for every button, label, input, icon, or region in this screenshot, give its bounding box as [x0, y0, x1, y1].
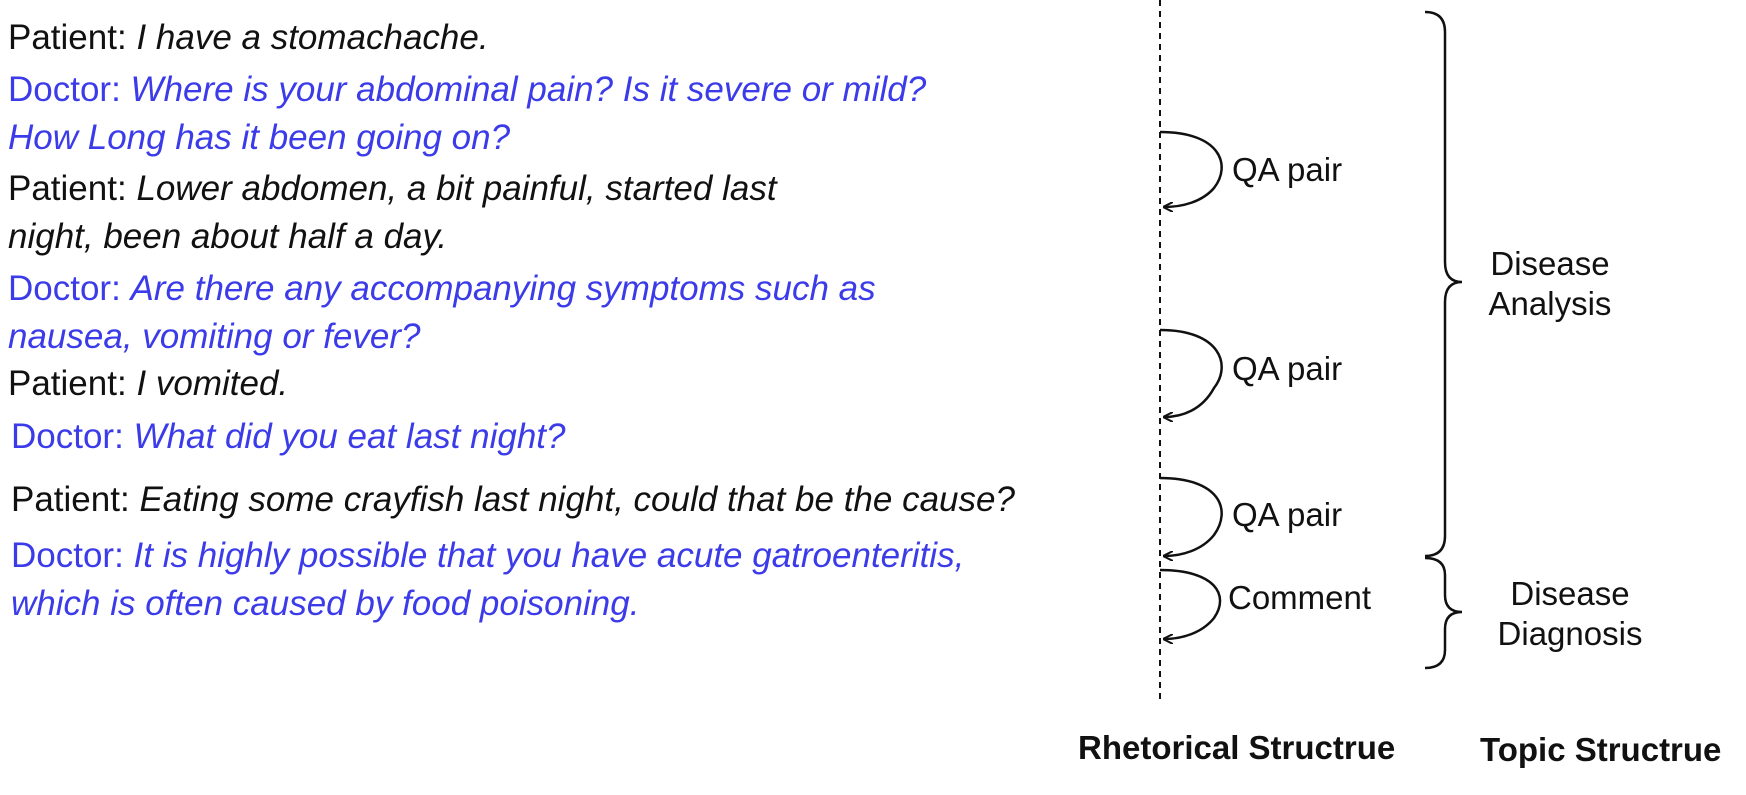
- speaker-label: Doctor:: [8, 70, 121, 109]
- utterance: It is highly possible that you have acut…: [133, 536, 965, 575]
- dialogue-turn-doctor-3: Doctor: What did you eat last night?: [11, 413, 565, 461]
- utterance: Where is your abdominal pain? Is it seve…: [130, 70, 927, 109]
- topic-label-line: Disease: [1490, 245, 1610, 282]
- topic-label-line: Disease: [1510, 575, 1630, 612]
- speaker-label: Doctor:: [8, 269, 121, 308]
- topic-structure-heading: Topic Structrue: [1480, 731, 1722, 768]
- dialogue-turn-doctor-4: Doctor: It is highly possible that you h…: [11, 532, 964, 628]
- speaker-label: Patient:: [8, 18, 127, 57]
- qa-pair-arrow-1: [1159, 130, 1223, 207]
- topic-brace-diagnosis: [1424, 556, 1463, 670]
- relation-label-qa-pair: QA pair: [1232, 350, 1343, 387]
- topic-label-disease-diagnosis: Disease Diagnosis: [1490, 574, 1650, 654]
- speaker-label: Patient:: [11, 480, 130, 519]
- utterance: What did you eat last night?: [133, 417, 566, 456]
- utterance: I have a stomachache.: [136, 18, 489, 57]
- dialogue-turn-doctor-1: Doctor: Where is your abdominal pain? Is…: [8, 66, 926, 162]
- relation-label-qa-pair: QA pair: [1232, 496, 1343, 533]
- topic-label-line: Diagnosis: [1497, 615, 1643, 652]
- utterance: Eating some crayfish last night, could t…: [139, 480, 1015, 519]
- dialogue-turn-doctor-2: Doctor: Are there any accompanying sympt…: [8, 265, 876, 361]
- qa-pair-arrow-2: [1159, 328, 1223, 417]
- topic-label-disease-analysis: Disease Analysis: [1470, 244, 1630, 324]
- utterance: Lower abdomen, a bit painful, started la…: [136, 169, 777, 208]
- topic-brace-analysis: [1424, 10, 1463, 558]
- dialogue-turn-patient-2: Patient: Lower abdomen, a bit painful, s…: [8, 165, 777, 261]
- utterance-continued: night, been about half a day.: [8, 217, 448, 256]
- dialogue-turn-patient-4: Patient: Eating some crayfish last night…: [11, 476, 1015, 524]
- speaker-label: Patient:: [8, 169, 127, 208]
- topic-label-line: Analysis: [1488, 285, 1612, 322]
- relation-label-comment: Comment: [1228, 579, 1372, 616]
- relation-label-qa-pair: QA pair: [1232, 151, 1343, 188]
- rhetorical-structure-heading: Rhetorical Structrue: [1078, 729, 1396, 766]
- speaker-label: Doctor:: [11, 417, 124, 456]
- dialogue-turn-patient-1: Patient: I have a stomachache.: [8, 14, 489, 62]
- comment-arrow: [1159, 568, 1222, 639]
- dialogue-turn-patient-3: Patient: I vomited.: [8, 360, 288, 408]
- qa-pair-arrow-3: [1159, 476, 1223, 556]
- speaker-label: Doctor:: [11, 536, 124, 575]
- utterance-continued: How Long has it been going on?: [8, 118, 511, 157]
- utterance-continued: which is often caused by food poisoning.: [11, 584, 640, 623]
- utterance: I vomited.: [136, 364, 289, 403]
- utterance: Are there any accompanying symptoms such…: [130, 269, 876, 308]
- utterance-continued: nausea, vomiting or fever?: [8, 317, 421, 356]
- speaker-label: Patient:: [8, 364, 127, 403]
